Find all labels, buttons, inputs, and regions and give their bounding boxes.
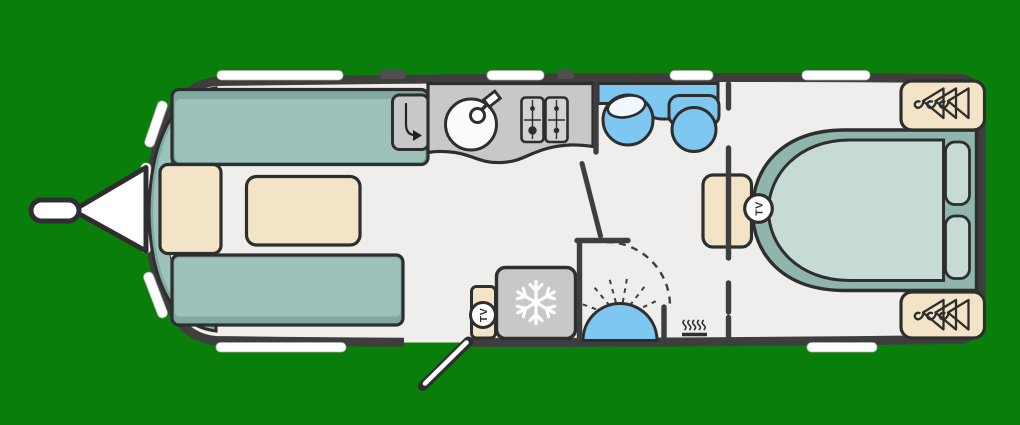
fold-down-worktop [391, 93, 430, 151]
window-top-lounge [216, 70, 344, 81]
front-lounge [147, 86, 430, 333]
shower-tray [581, 302, 659, 342]
washbasin-bowl [606, 94, 647, 119]
fold-arrow-icon [404, 102, 422, 141]
tv-point-lounge: TV [469, 301, 497, 329]
window-top-kitchen [486, 70, 545, 81]
entrance-door-open [418, 336, 474, 391]
toilet-icon [670, 106, 718, 153]
pillow-top [944, 140, 971, 206]
window-front-lower [143, 271, 168, 319]
tv-point-bedroom: TV [743, 193, 774, 224]
roof-vents [380, 69, 574, 79]
heater-icon [682, 319, 707, 337]
window-front-upper [144, 100, 168, 148]
front-chest [158, 162, 223, 256]
hitch-a-frame [70, 165, 149, 254]
window-top-washroom [669, 70, 714, 81]
tap-icon [469, 89, 503, 124]
washroom-door-open [579, 161, 603, 239]
hitch-head [28, 197, 82, 224]
tow-hitch [28, 165, 149, 254]
kitchen [426, 81, 595, 341]
shower-enclosure [580, 240, 672, 342]
tv-label-lounge: TV [478, 308, 490, 322]
shower-spray-icon [580, 276, 659, 314]
bench-sofa-bottom-cushion [174, 257, 401, 317]
window-top-bedroom [801, 70, 871, 81]
pillow-bottom [944, 214, 971, 280]
interior-walls [574, 81, 732, 340]
washroom [580, 82, 721, 342]
coffee-table [244, 174, 362, 247]
tv-label-bedroom: TV [753, 201, 765, 215]
rear-bedroom [701, 79, 987, 340]
entrance-doorway [404, 336, 468, 349]
mattress [766, 138, 945, 282]
bench-sofa-top-cushion [175, 99, 425, 162]
hob-burners [528, 106, 560, 135]
hob-icon [520, 96, 569, 144]
window-bottom-lounge [215, 342, 347, 353]
window-bottom-bedroom [806, 342, 878, 353]
